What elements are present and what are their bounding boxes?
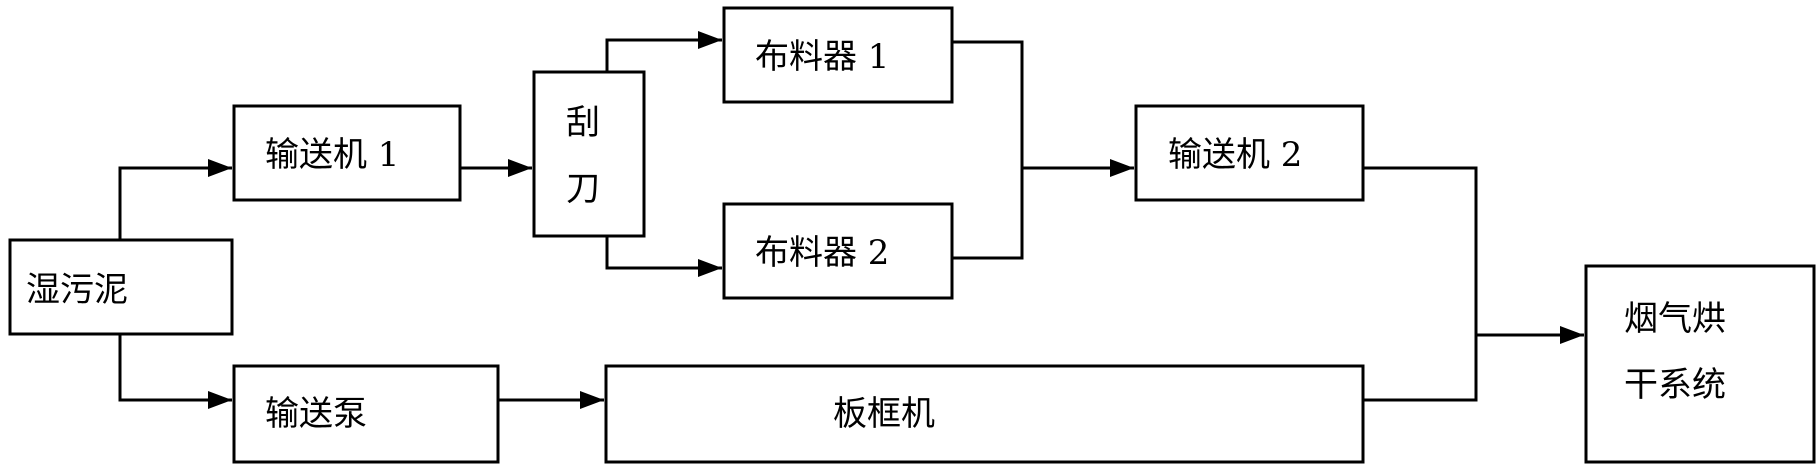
node-wet-sludge-label: 湿污泥 [26, 270, 128, 310]
edge-sludge-to-pump [118, 334, 232, 409]
node-distributor-2: 布料器 2 [722, 202, 954, 300]
edge-distributor1-merge [952, 40, 1024, 260]
edge-scraper-to-distributor2 [605, 236, 722, 277]
node-conveyor-1-label: 输送机 1 [265, 135, 399, 175]
edge-conveyor2-merge [1363, 166, 1478, 402]
node-scraper-label-2: 刀 [566, 169, 600, 209]
edge-sludge-to-conveyor1 [118, 159, 232, 240]
node-transfer-pump-label: 输送泵 [265, 394, 367, 434]
node-plate-frame-press-label: 板框机 [833, 394, 935, 434]
node-scraper-label-1: 刮 [566, 103, 600, 143]
node-distributor-1: 布料器 1 [722, 6, 954, 104]
node-wet-sludge: 湿污泥 [8, 238, 234, 336]
node-conveyor-2: 输送机 2 [1134, 104, 1365, 202]
node-plate-frame-press: 板框机 [604, 364, 1365, 464]
node-conveyor-1: 输送机 1 [232, 104, 462, 202]
node-transfer-pump: 输送泵 [232, 364, 500, 464]
node-distributor-2-label: 布料器 2 [755, 233, 889, 273]
edge-scraper-to-distributor1 [605, 31, 722, 72]
node-scraper: 刮 刀 [532, 70, 646, 238]
node-conveyor-2-label: 输送机 2 [1168, 135, 1302, 175]
node-flue-gas-dryer-label-2: 干系统 [1624, 365, 1726, 405]
node-flue-gas-dryer: 烟气烘 干系统 [1584, 264, 1816, 464]
node-distributor-1-label: 布料器 1 [755, 37, 889, 77]
node-flue-gas-dryer-label-1: 烟气烘 [1624, 299, 1726, 339]
